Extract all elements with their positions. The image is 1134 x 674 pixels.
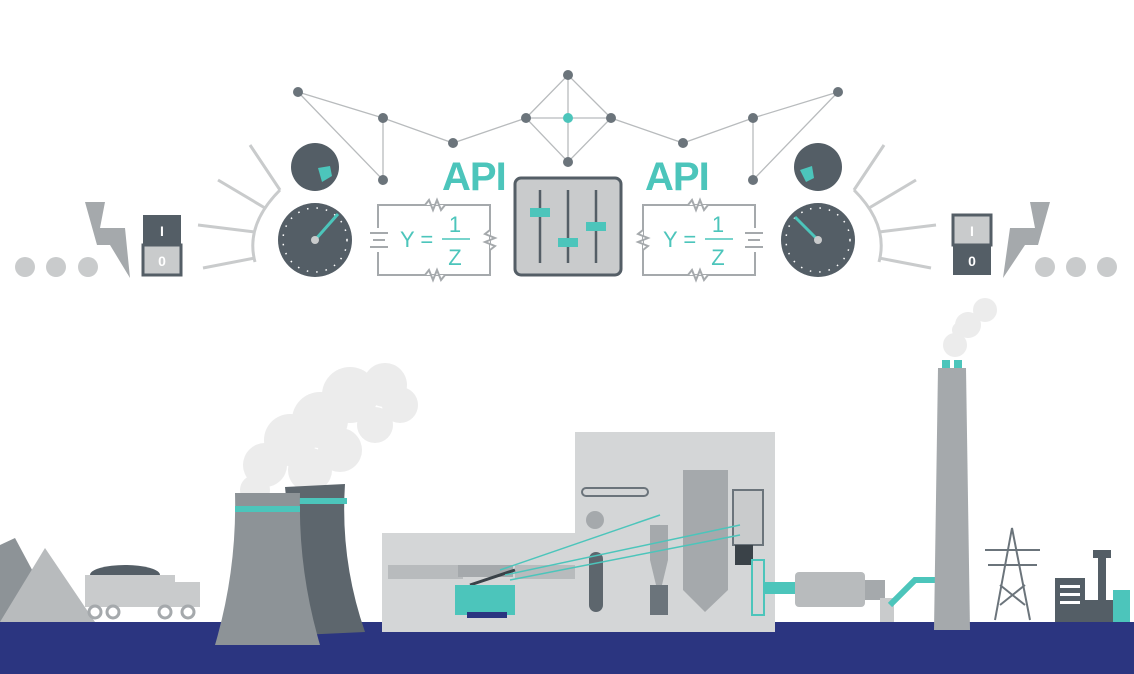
turbine-hall	[382, 533, 582, 632]
coal-mountains	[0, 538, 95, 622]
boiler-house	[499, 432, 796, 632]
smoke-cloud-towers	[240, 363, 418, 505]
formula-circuit-left: Y = 1 Z	[370, 197, 498, 283]
cooling-tower-front	[215, 493, 320, 645]
coal-truck	[85, 565, 200, 620]
smoke-cloud-stack	[943, 298, 997, 357]
lightning-icon-right	[1003, 202, 1050, 278]
gauge-left	[278, 203, 352, 277]
formula-numerator: 1	[712, 212, 724, 237]
switch-off-label: 0	[968, 253, 976, 269]
api-label-left: API	[442, 155, 506, 199]
chimney-stack	[934, 360, 970, 630]
formula-numerator: 1	[449, 212, 461, 237]
gear-icons-left	[15, 257, 98, 277]
formula-circuit-right: Y = 1 Z	[635, 197, 763, 283]
factory-building	[1055, 550, 1130, 622]
formula-denominator: Z	[711, 245, 724, 270]
knob-left[interactable]	[291, 143, 339, 191]
formula-denominator: Z	[448, 245, 461, 270]
arrow-fan-left	[197, 144, 282, 270]
switch-on-label: I	[160, 223, 164, 239]
switch-off-label: 0	[158, 253, 166, 269]
network-nodes	[293, 70, 843, 185]
power-switch-right[interactable]: I 0	[951, 213, 993, 275]
power-switch-left[interactable]: I 0	[141, 215, 183, 277]
formula-lhs: Y =	[663, 227, 696, 252]
gauge-right	[781, 203, 855, 277]
slider-handle-2[interactable]	[558, 238, 578, 247]
transmission-pylon	[985, 527, 1040, 621]
slider-handle-1[interactable]	[530, 208, 550, 217]
gear-icons-right	[1035, 257, 1117, 277]
knob-right[interactable]	[794, 143, 842, 191]
switch-on-label: I	[970, 223, 974, 239]
arrow-fan-right	[852, 144, 937, 270]
slider-handle-3[interactable]	[586, 222, 606, 231]
lightning-icon-left	[85, 202, 130, 278]
api-label-right: API	[645, 155, 709, 199]
mixer-panel[interactable]	[513, 176, 623, 277]
formula-lhs: Y =	[400, 227, 433, 252]
electrostatic-precipitator	[795, 572, 935, 622]
